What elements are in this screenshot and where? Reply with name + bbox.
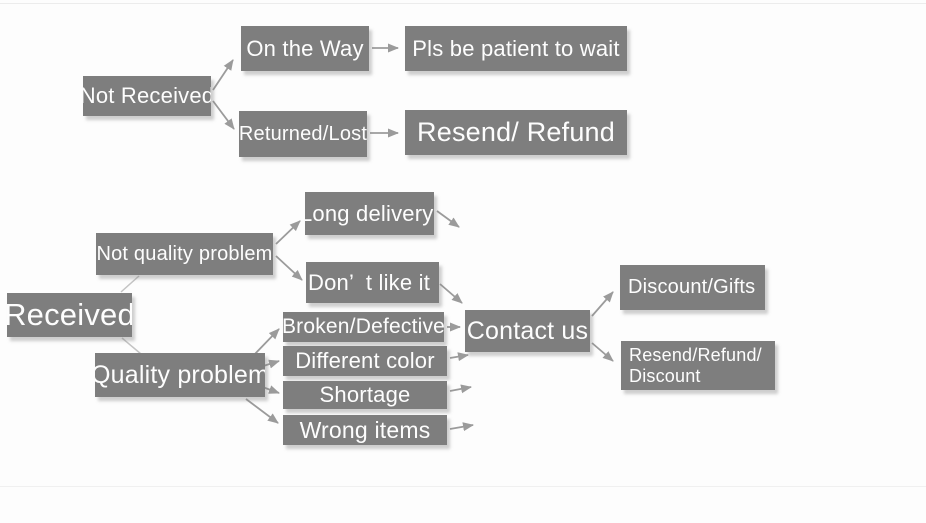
- edge-not-quality-long-delivery: [275, 220, 301, 245]
- edge-received-not-quality-problem: [120, 275, 140, 293]
- edge-wrong-items-contact-us: [449, 422, 474, 432]
- node-long-delivery: Long delivery: [305, 192, 434, 235]
- node-resend-refund-discount-line1: Resend/Refund/: [629, 344, 762, 365]
- edge-contact-us-discount-gifts: [591, 291, 614, 317]
- node-resend-refund-discount-line2: Discount: [629, 365, 701, 386]
- edge-shortage-contact-us: [449, 384, 472, 394]
- node-returned-lost: Returned/Lost: [239, 111, 367, 157]
- node-contact-us: Contact us: [465, 310, 590, 352]
- node-pls-be-patient: Pls be patient to wait: [405, 26, 627, 71]
- node-on-the-way: On the Way: [241, 26, 369, 71]
- edge-not-quality-dont-like-it: [275, 255, 303, 281]
- edge-dont-like-it-contact-us: [439, 283, 463, 304]
- node-quality-problem: Quality problem: [95, 353, 265, 397]
- card-top-edge: [0, 3, 926, 4]
- card-bottom-edge: [0, 486, 926, 487]
- node-resend-refund-discount: Resend/Refund/ Discount: [621, 341, 775, 390]
- node-discount-gifts: Discount/Gifts: [620, 265, 765, 310]
- edge-contact-us-resend-refund-discount: [591, 342, 614, 362]
- node-shortage: Shortage: [283, 381, 447, 409]
- node-received: Received: [7, 293, 132, 337]
- node-resend-refund: Resend/ Refund: [405, 110, 627, 155]
- node-different-color: Different color: [283, 346, 447, 376]
- edge-received-quality-problem: [121, 337, 142, 355]
- edge-quality-wrong-items: [245, 398, 279, 424]
- edge-not-received-on-the-way: [212, 59, 234, 91]
- node-broken-defective: Broken/Defective: [283, 312, 444, 342]
- node-dont-like-it: Don’ t like it: [306, 262, 439, 303]
- edge-long-delivery-contact-us: [436, 210, 460, 228]
- edge-not-received-returned-lost: [212, 100, 235, 130]
- edge-different-color-contact-us: [449, 352, 469, 362]
- node-wrong-items: Wrong items: [283, 415, 447, 445]
- node-not-quality-problem: Not quality problem: [96, 233, 273, 275]
- node-not-received: Not Received: [83, 76, 211, 116]
